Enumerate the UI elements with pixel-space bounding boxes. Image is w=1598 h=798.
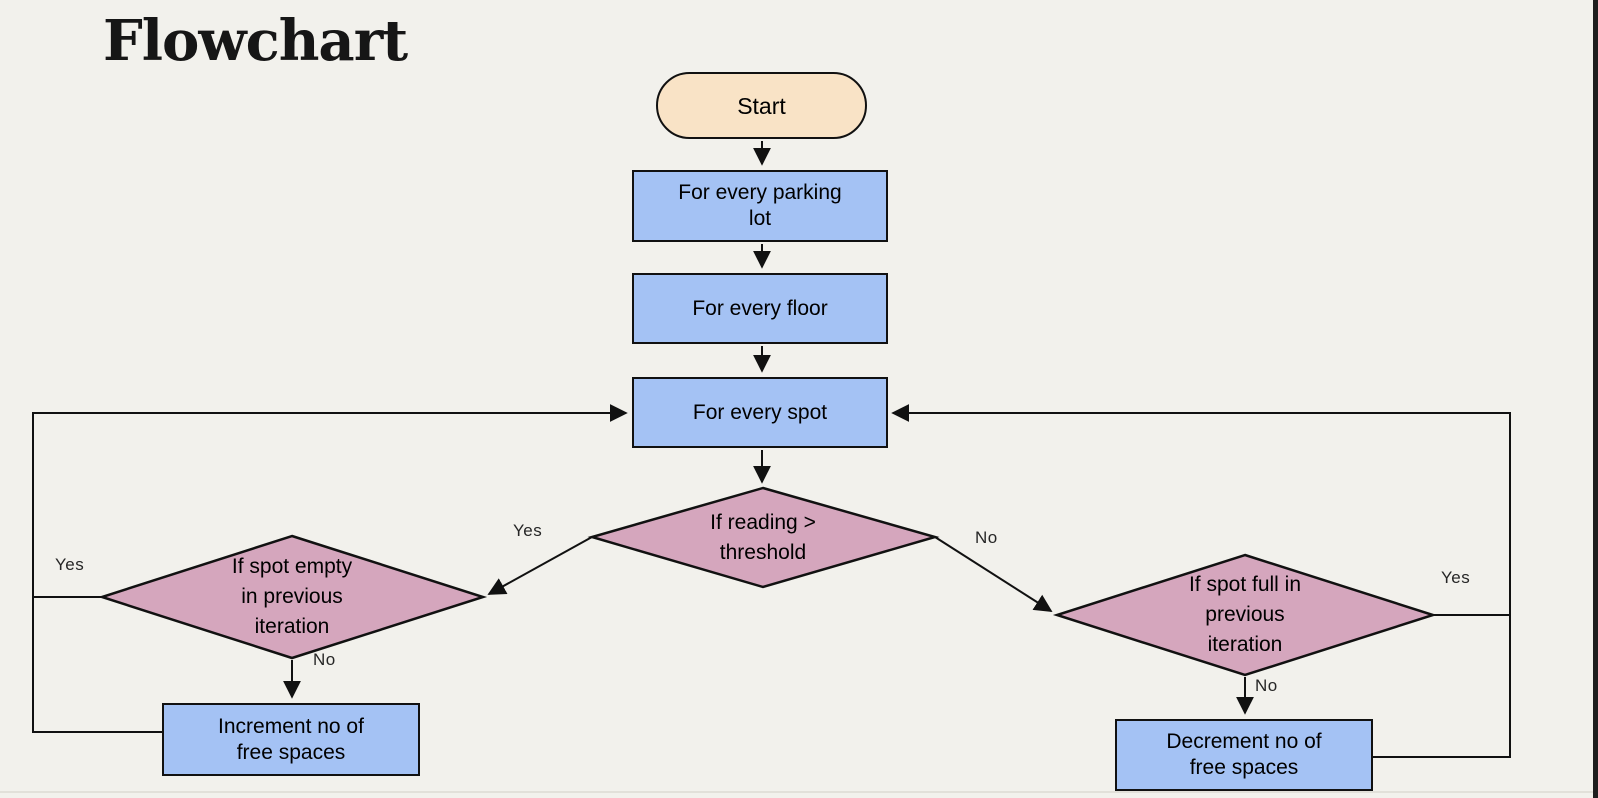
node-for-every-parking-lot: For every parking lot [632, 170, 888, 242]
node-for-every-floor: For every floor [632, 273, 888, 344]
node-start-label: Start [737, 92, 786, 119]
node-increment-free-spaces: Increment no of free spaces [162, 703, 420, 776]
edge-decrement-loop-to-spot [891, 404, 1511, 758]
edge-label-full-no: No [1255, 676, 1278, 695]
node-decrement-free-spaces: Decrement no of free spaces [1115, 719, 1373, 791]
node-for-every-floor-label: For every floor [692, 296, 828, 320]
edge-label-threshold-no: No [975, 528, 998, 547]
node-for-every-spot-label: For every spot [692, 400, 828, 424]
slide-bottom-boundary [0, 791, 1593, 793]
window-right-edge [1593, 0, 1598, 798]
node-for-every-spot: For every spot [632, 377, 888, 448]
edge-label-full-loop-yes: Yes [1441, 568, 1471, 587]
edge-label-threshold-yes: Yes [513, 521, 543, 540]
page-title: Flowchart [103, 8, 408, 74]
edge-label-empty-loop-yes: Yes [55, 555, 85, 574]
edge-threshold-yes-to-empty [487, 536, 593, 595]
node-for-every-parking-lot-label: For every parking lot [678, 181, 842, 230]
node-increment-free-spaces-label: Increment no of free spaces [218, 714, 364, 764]
edge-threshold-no-to-full [934, 536, 1053, 612]
node-decrement-free-spaces-label: Decrement no of free spaces [1166, 730, 1322, 779]
decision-shape-spot-empty [97, 534, 488, 660]
node-start: Start [656, 72, 867, 139]
decision-shape-reading-threshold [587, 486, 940, 589]
edge-increment-loop-to-spot [32, 404, 628, 733]
decision-shape-spot-full [1052, 553, 1438, 677]
edge-label-empty-no: No [313, 650, 336, 669]
